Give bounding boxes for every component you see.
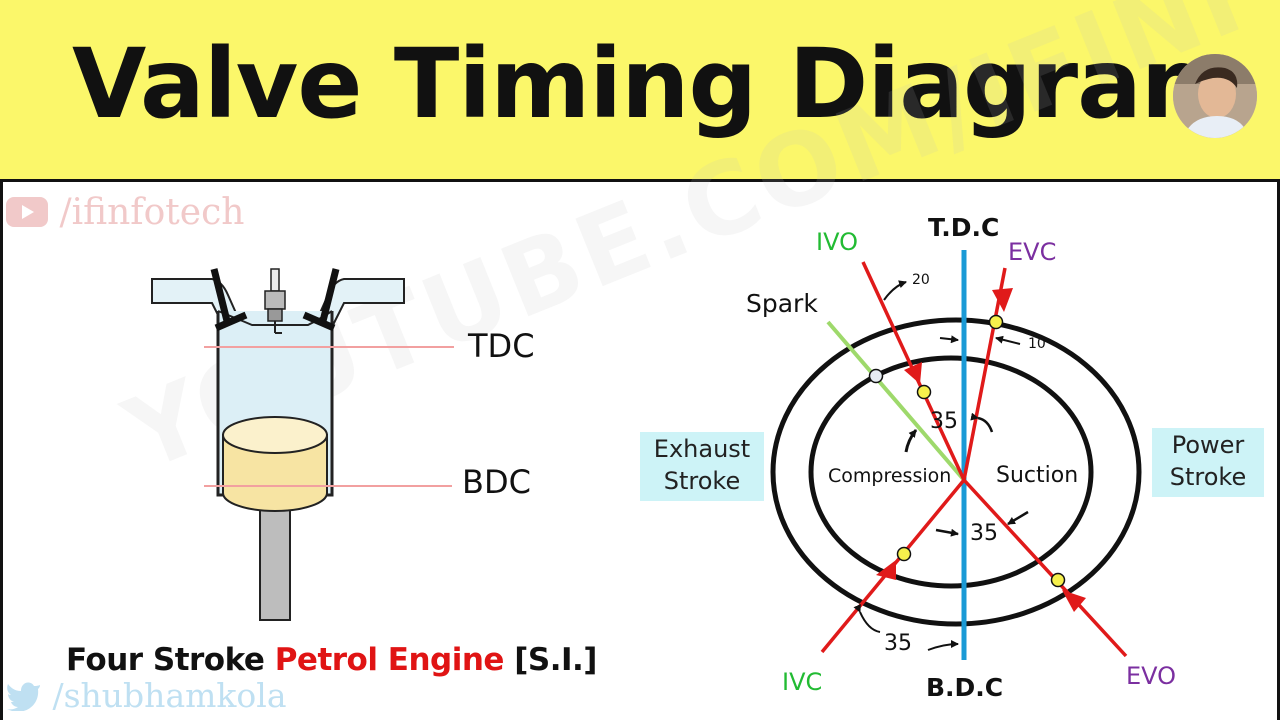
ivc-arrowhead xyxy=(876,560,896,580)
youtube-icon xyxy=(6,197,48,227)
ivc-evo-angle-label: 35 xyxy=(970,521,998,546)
twitter-watermark: /shubhamkola xyxy=(6,676,287,715)
evc-label: EVC xyxy=(1008,238,1056,266)
ivo-angle-arrow xyxy=(883,280,907,301)
evc-angle-arrow-right xyxy=(995,335,1021,345)
engine-illustration: TDC BDC xyxy=(151,268,535,621)
ivc-point xyxy=(896,546,912,562)
evo-arrowhead xyxy=(1062,590,1086,612)
power-stroke-box: Power Stroke xyxy=(1152,428,1264,497)
power-stroke-line2: Stroke xyxy=(1169,463,1247,491)
intake-valve xyxy=(210,268,248,332)
ivc-outer-arrow-right xyxy=(927,640,959,651)
tdc-label: TDC xyxy=(467,327,535,365)
spark-line xyxy=(826,320,966,482)
twitter-handle: /shubhamkola xyxy=(52,676,287,715)
exhaust-valve xyxy=(302,268,340,332)
bdc-label: BDC xyxy=(462,463,531,501)
spark-angle-arrow xyxy=(904,429,918,453)
ivo-point xyxy=(916,384,932,400)
content-panel xyxy=(0,182,1280,720)
youtube-watermark: /ifinfotech xyxy=(6,192,244,233)
ivc-outer-arrow-left xyxy=(853,603,881,633)
youtube-handle: /ifinfotech xyxy=(59,192,245,233)
caption-highlight: Petrol Engine xyxy=(274,642,505,678)
tdc-diagram-label: T.D.C xyxy=(928,213,999,242)
ivc-label: IVC xyxy=(782,668,822,696)
exhaust-stroke-line1: Exhaust xyxy=(653,435,751,463)
spark-label: Spark xyxy=(746,289,818,318)
evc-point xyxy=(988,314,1004,330)
bdc-diagram-label: B.D.C xyxy=(926,673,1003,702)
compression-label: Compression xyxy=(828,465,951,487)
exhaust-stroke-box: Exhaust Stroke xyxy=(640,432,764,501)
spark-angle-arrow-right xyxy=(970,412,994,433)
caption-part1: Four Stroke xyxy=(66,642,275,678)
evc-angle-label: 10 xyxy=(1028,336,1046,352)
evc-line xyxy=(962,267,1007,481)
caption: Four Stroke Petrol Engine [S.I.] xyxy=(66,642,597,678)
title-banner: Valve Timing Diagram xyxy=(0,0,1280,182)
twitter-icon xyxy=(6,680,42,712)
spark-point xyxy=(868,368,884,384)
connecting-rod xyxy=(259,494,291,621)
evc-arrowhead xyxy=(992,288,1013,312)
suction-label: Suction xyxy=(996,463,1078,488)
ivo-arrowhead xyxy=(904,362,922,384)
evo-point xyxy=(1050,572,1066,588)
evo-angle-arrow xyxy=(1007,510,1029,526)
power-stroke-line1: Power xyxy=(1171,431,1245,459)
page-title: Valve Timing Diagram xyxy=(72,28,1241,140)
ivo-angle-label: 20 xyxy=(912,272,930,288)
inner-ring xyxy=(808,355,1094,589)
spark-angle-label: 35 xyxy=(930,409,958,434)
outer-ring xyxy=(770,317,1142,627)
caption-part3: [S.I.] xyxy=(503,642,597,678)
exhaust-stroke-line2: Stroke xyxy=(663,467,741,495)
ivc-outer-angle-label: 35 xyxy=(884,631,912,656)
ivc-angle-arrow-left xyxy=(935,528,959,537)
piston xyxy=(222,416,328,621)
evo-line xyxy=(962,478,1128,658)
evc-angle-arrow-left xyxy=(939,335,959,344)
spark-plug-icon xyxy=(264,268,286,334)
evo-label: EVO xyxy=(1126,662,1176,690)
ivo-label: IVO xyxy=(816,228,858,256)
